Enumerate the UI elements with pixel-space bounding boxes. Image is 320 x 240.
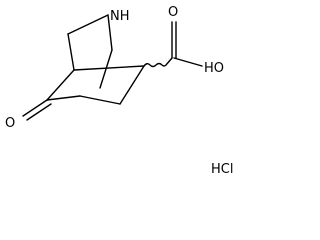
- bond-carbonyl-bridgehead-bottom: [46, 95, 81, 101]
- nitrogen-label: NH: [110, 9, 130, 24]
- salt-label: HCl: [211, 162, 233, 177]
- ring-bonds: [46, 14, 145, 105]
- bond-n-ch2-left: [67, 14, 109, 35]
- ketone-bond-a: [22, 99, 48, 117]
- bond-ch2-right-ch2: [99, 49, 113, 89]
- bond-bridgehead-top-ch2-front: [73, 65, 145, 71]
- wavy-stereo-bond: [143, 57, 173, 68]
- carbonyl-oxygen-label: O: [168, 5, 178, 20]
- chemical-structure: NH O O HO HCl: [5, 5, 233, 177]
- carboxyl-c-oh-bond: [173, 57, 203, 67]
- ketone-double-bond: [22, 99, 52, 121]
- hydroxyl-label: HO: [204, 61, 224, 76]
- ketone-oxygen-label: O: [5, 116, 15, 131]
- bond-ch2-left-bridgehead-top: [67, 33, 75, 71]
- bond-bridgehead-top-carbonyl: [46, 69, 75, 101]
- carboxyl-group: [171, 21, 203, 67]
- bond-ch2-lower-cooh-carbon: [119, 65, 145, 105]
- bond-n-ch2-right: [107, 14, 113, 51]
- ketone-bond-b: [26, 103, 52, 121]
- bond-bridgehead-bottom-ch2-lower: [79, 95, 121, 105]
